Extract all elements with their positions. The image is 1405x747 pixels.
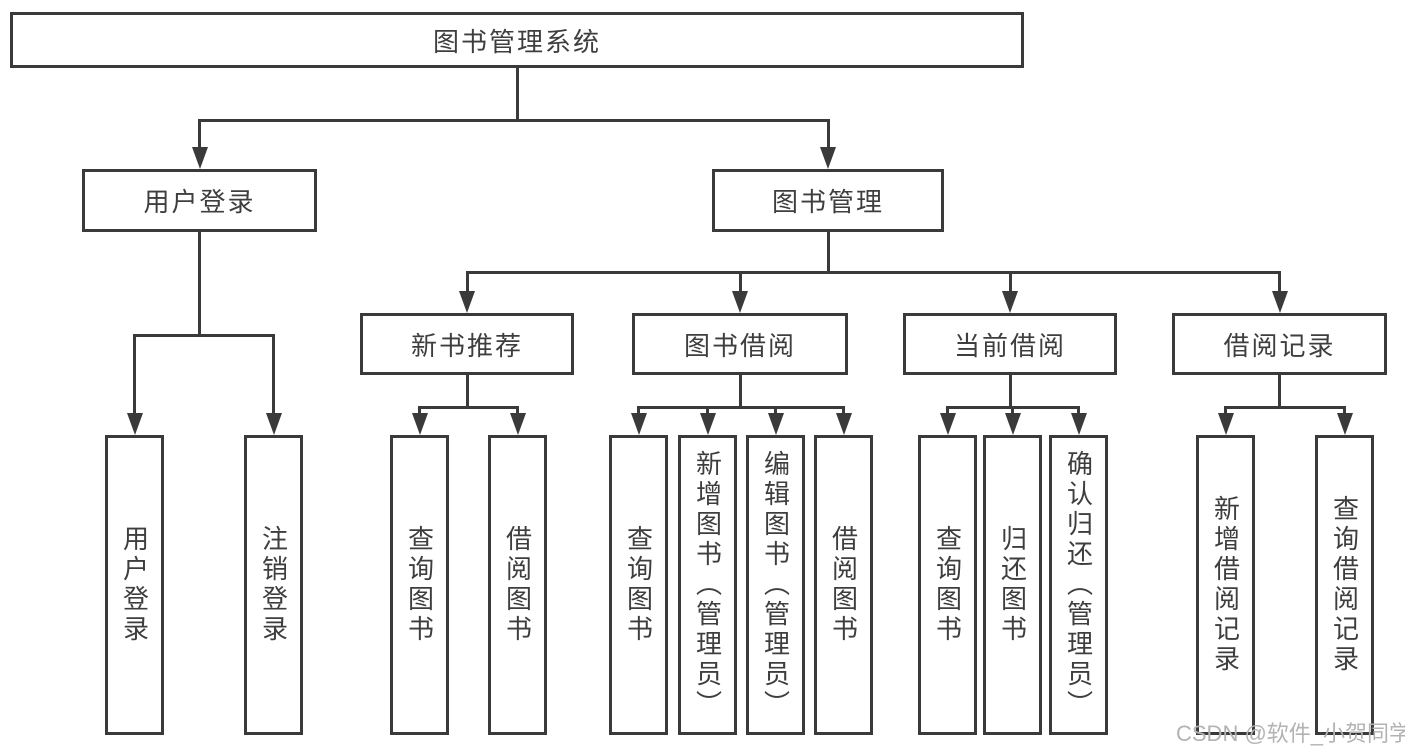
connector-hline [133, 333, 275, 337]
node-new-book-recommend: 新书推荐 [360, 313, 574, 375]
connector-vline [1343, 407, 1346, 415]
arrowhead-down-icon [732, 291, 748, 313]
arrowhead-down-icon [1004, 413, 1021, 435]
arrowhead-down-icon [411, 413, 428, 435]
node-edit-book-admin: 编辑图书（管理员） [746, 435, 805, 735]
connector-hline [465, 270, 1281, 274]
arrowhead-down-icon [630, 413, 647, 435]
connector-vline [738, 375, 742, 407]
connector-vline [706, 407, 709, 415]
node-current-borrow-label: 当前借阅 [953, 330, 1066, 361]
node-borrow-books: 借阅图书 [814, 435, 873, 735]
node-user-login-action: 用户登录 [105, 435, 164, 735]
connector-vline [1077, 407, 1080, 415]
connector-vline [946, 407, 949, 415]
arrowhead-down-icon [767, 413, 784, 435]
arrowhead-down-icon [1336, 413, 1353, 435]
connector-vline [515, 68, 519, 120]
node-book-management-label: 图书管理 [771, 187, 884, 217]
arrowhead-down-icon [820, 147, 836, 169]
node-query-borrow-record: 查询借阅记录 [1315, 435, 1374, 735]
node-user-login-label: 用户登录 [143, 187, 256, 217]
leaf-label: 查询图书 [404, 525, 435, 645]
leaf-label: 注销登录 [258, 525, 289, 645]
connector-hline [946, 405, 1080, 409]
node-borrow-records-label: 借阅记录 [1223, 330, 1336, 361]
arrowhead-down-icon [1070, 413, 1087, 435]
leaf-label: 查询借阅记录 [1329, 495, 1360, 675]
node-query-books-borrow: 查询图书 [609, 435, 668, 735]
arrowhead-down-icon [1002, 291, 1018, 313]
csdn-watermark: CSDN @软件_小贺同学 [1176, 721, 1405, 746]
node-borrow-records: 借阅记录 [1172, 313, 1387, 375]
connector-vline [738, 272, 742, 293]
node-query-books-recommend: 查询图书 [390, 435, 449, 735]
connector-vline [1278, 272, 1281, 293]
node-book-borrow-label: 图书借阅 [683, 330, 796, 361]
connector-vline [1008, 375, 1012, 407]
node-add-borrow-record: 新增借阅记录 [1196, 435, 1255, 735]
node-book-management: 图书管理 [712, 169, 944, 232]
leaf-label: 新增图书（管理员） [692, 450, 723, 720]
leaf-label: 查询图书 [623, 525, 654, 645]
node-confirm-return-admin: 确认归还（管理员） [1049, 435, 1108, 735]
arrowhead-down-icon [126, 413, 143, 435]
node-book-borrow: 图书借阅 [632, 313, 848, 375]
leaf-label: 编辑图书（管理员） [760, 450, 791, 720]
connector-vline [133, 335, 136, 415]
connector-vline [465, 375, 469, 407]
arrowhead-down-icon [459, 291, 475, 313]
connector-vline [637, 407, 640, 415]
connector-vline [826, 232, 830, 272]
arrowhead-down-icon [1217, 413, 1234, 435]
arrowhead-down-icon [509, 413, 526, 435]
leaf-label: 用户登录 [119, 525, 150, 645]
connector-vline [465, 272, 469, 293]
arrowhead-down-icon [191, 147, 208, 169]
connector-vline [774, 407, 777, 415]
connector-vline [198, 232, 201, 335]
connector-vline [1008, 272, 1012, 293]
connector-vline [272, 335, 275, 415]
node-query-books-current: 查询图书 [918, 435, 977, 735]
node-current-borrow: 当前借阅 [903, 313, 1117, 375]
connector-vline [1224, 407, 1227, 415]
connector-vline [842, 407, 845, 415]
node-add-book-admin: 新增图书（管理员） [678, 435, 737, 735]
arrowhead-down-icon [1271, 291, 1288, 313]
connector-vline [826, 120, 830, 149]
connector-vline [198, 120, 201, 149]
connector-hline [418, 405, 519, 409]
connector-vline [1011, 407, 1014, 415]
leaf-label: 借阅图书 [502, 525, 533, 645]
connector-hline [1224, 405, 1346, 409]
connector-hline [637, 405, 845, 409]
node-logout: 注销登录 [244, 435, 303, 735]
leaf-label: 查询图书 [932, 525, 963, 645]
connector-vline [516, 407, 519, 415]
leaf-label: 新增借阅记录 [1210, 495, 1241, 675]
connector-vline [418, 407, 421, 415]
arrowhead-down-icon [265, 413, 282, 435]
node-root: 图书管理系统 [10, 12, 1024, 68]
leaf-label: 归还图书 [997, 525, 1028, 645]
node-new-book-recommend-label: 新书推荐 [410, 330, 523, 361]
arrowhead-down-icon [939, 413, 956, 435]
arrowhead-down-icon [835, 413, 852, 435]
leaf-label: 确认归还（管理员） [1063, 450, 1094, 720]
connector-vline [1278, 375, 1281, 407]
connector-hline [198, 118, 830, 122]
leaf-label: 借阅图书 [828, 525, 859, 645]
node-user-login: 用户登录 [82, 169, 317, 232]
node-borrow-books-recommend: 借阅图书 [488, 435, 547, 735]
node-return-book: 归还图书 [983, 435, 1042, 735]
node-root-label: 图书管理系统 [432, 26, 601, 57]
arrowhead-down-icon [699, 413, 716, 435]
